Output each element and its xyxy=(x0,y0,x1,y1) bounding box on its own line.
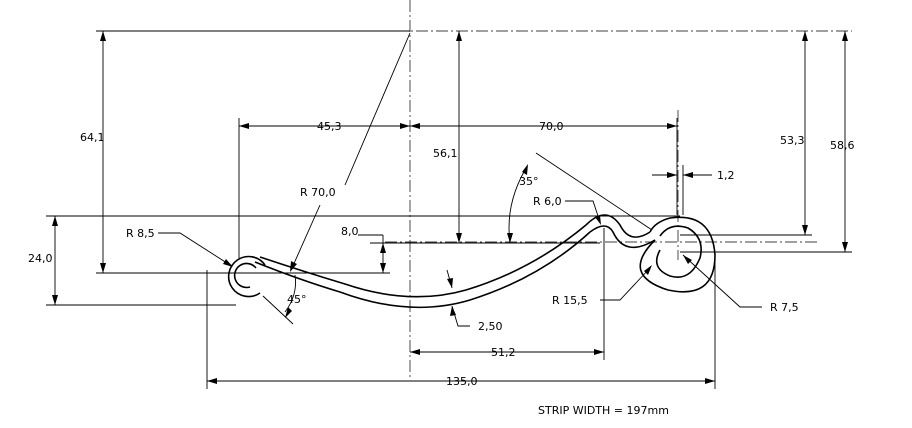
arrow xyxy=(285,307,292,318)
arrow xyxy=(207,378,217,384)
arrow xyxy=(223,259,233,267)
arrow xyxy=(239,123,249,129)
arrow xyxy=(705,378,715,384)
dim-label-2-50: 2,50 xyxy=(478,320,503,333)
arrow xyxy=(644,265,652,275)
dim-label-70: 70,0 xyxy=(539,120,564,133)
leader-r70-upper xyxy=(344,32,411,186)
arrow xyxy=(450,306,456,316)
center-lines xyxy=(96,0,852,378)
arrow xyxy=(380,243,386,253)
strip-width-note: STRIP WIDTH = 197mm xyxy=(538,404,669,417)
dim-label-1-2: 1,2 xyxy=(717,169,735,182)
arrow xyxy=(410,123,420,129)
dimension-labels: 64,1 24,0 45,3 70,0 56,1 53,3 58,6 1,2 8… xyxy=(28,120,855,417)
leader-r15-5 xyxy=(600,267,651,301)
arrow xyxy=(410,349,420,355)
leader-r7-5 xyxy=(682,254,762,308)
arrow xyxy=(802,225,808,235)
arrow xyxy=(52,295,58,305)
arrow xyxy=(52,216,58,226)
reverse-bend-inner xyxy=(589,225,656,249)
arrow xyxy=(380,263,386,273)
arrow xyxy=(594,349,604,355)
leader-r70-lower xyxy=(291,204,321,269)
reverse-bend-outer xyxy=(585,214,651,238)
left-eye-inner xyxy=(233,262,257,289)
arrow xyxy=(400,123,410,129)
leader-45 xyxy=(262,295,294,325)
arrow xyxy=(683,172,693,178)
dim-label-64-1: 64,1 xyxy=(80,131,105,144)
dim-label-58-6: 58,6 xyxy=(830,139,855,152)
arrow xyxy=(595,215,601,225)
leader-r8-5 xyxy=(158,232,231,266)
arrow xyxy=(683,255,692,264)
dim-label-51-2: 51,2 xyxy=(491,346,516,359)
dim-label-56-1: 56,1 xyxy=(433,147,458,160)
arrow xyxy=(100,263,106,273)
arrow xyxy=(447,278,453,288)
dimension-lines xyxy=(46,30,852,389)
angle-label-35: 35° xyxy=(519,175,539,188)
leader-35 xyxy=(535,152,653,231)
dim-label-8: 8,0 xyxy=(341,225,359,238)
radius-label-7-5: R 7,5 xyxy=(770,301,799,314)
right-eye-outer xyxy=(639,216,716,293)
leader-2-50-tail xyxy=(451,305,470,327)
arrow xyxy=(456,31,462,41)
arrow xyxy=(522,164,528,175)
arrow xyxy=(290,261,297,272)
arrow xyxy=(667,172,677,178)
arrow xyxy=(456,233,462,243)
arrow xyxy=(100,31,106,41)
arrow xyxy=(842,242,848,252)
arrow xyxy=(802,31,808,41)
radius-label-15-5: R 15,5 xyxy=(552,294,588,307)
dim-label-135: 135,0 xyxy=(446,375,478,388)
dim-label-53-3: 53,3 xyxy=(780,134,805,147)
main-arc-outer xyxy=(254,231,591,309)
angle-label-45: 45° xyxy=(287,293,307,306)
arrow xyxy=(507,233,513,243)
dim-label-45-3: 45,3 xyxy=(317,120,342,133)
main-arc-inner xyxy=(259,224,587,298)
radius-label-6: R 6,0 xyxy=(533,195,562,208)
arrow xyxy=(842,31,848,41)
leader-r6 xyxy=(565,200,601,223)
right-eye-inner xyxy=(655,225,702,278)
arc-45 xyxy=(284,274,296,313)
radius-label-8-5: R 8,5 xyxy=(126,227,155,240)
arrow xyxy=(667,123,677,129)
dim-label-24: 24,0 xyxy=(28,252,53,265)
radius-label-70: R 70,0 xyxy=(300,186,336,199)
